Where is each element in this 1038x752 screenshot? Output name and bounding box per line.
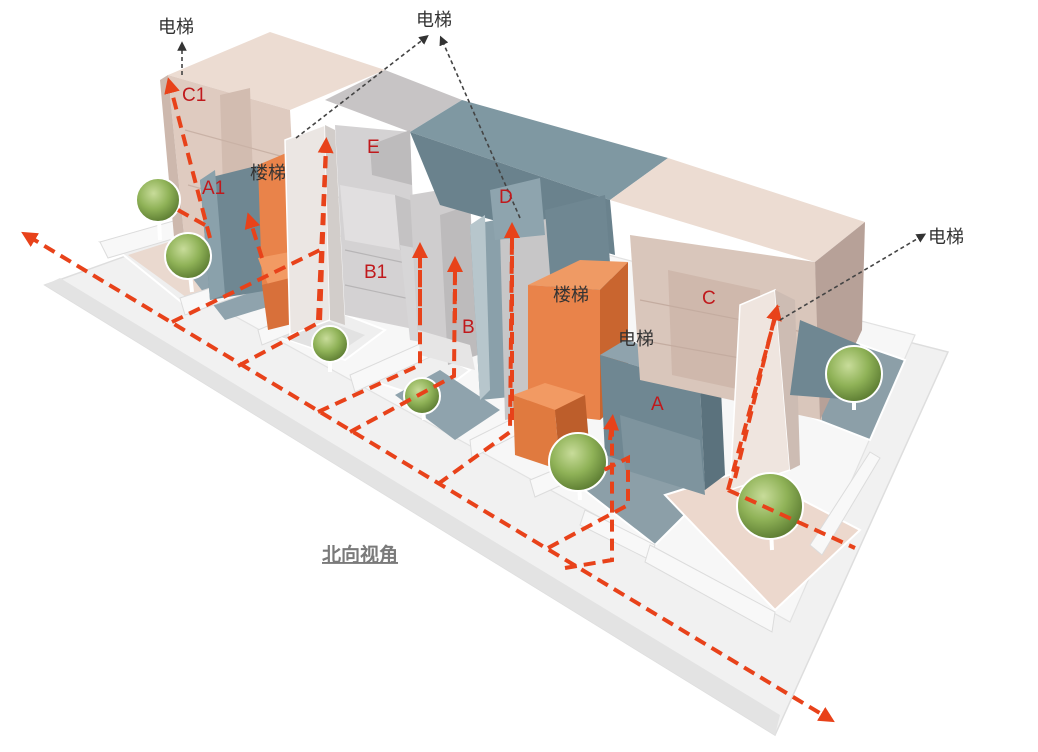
elevator-label-top-left: 电梯 bbox=[158, 17, 194, 38]
block-label-b: B bbox=[462, 317, 475, 338]
block-label-a: A bbox=[651, 394, 664, 415]
route-c bbox=[733, 304, 782, 479]
elevator-line-top-center bbox=[295, 35, 429, 139]
block-label-b1: B1 bbox=[364, 262, 387, 283]
stair-label-right: 楼梯 bbox=[553, 285, 589, 306]
elevator-lines bbox=[177, 35, 927, 321]
labels: 电梯 电梯 电梯 电梯 楼梯 楼梯 C1 A1 E D B1 B C A 北向视… bbox=[158, 10, 964, 566]
circulation-routes bbox=[21, 77, 856, 723]
route-spine bbox=[316, 137, 334, 321]
block-label-e: E bbox=[367, 137, 380, 158]
view-caption: 北向视角 bbox=[322, 543, 398, 566]
block-label-c1: C1 bbox=[182, 85, 206, 106]
circulation-spine bbox=[284, 123, 345, 337]
route-stair-left bbox=[244, 212, 264, 259]
elevator-label-mid: 电梯 bbox=[618, 329, 654, 350]
route-a bbox=[603, 414, 620, 441]
route-c1 bbox=[164, 77, 212, 239]
elevator-label-right: 电梯 bbox=[928, 227, 964, 248]
block-label-c: C bbox=[702, 288, 716, 309]
tree-6 bbox=[825, 345, 883, 410]
elevator-line-d bbox=[439, 35, 521, 219]
block-label-a1: A1 bbox=[202, 178, 225, 199]
block-label-d: D bbox=[499, 187, 513, 208]
main-route-line bbox=[21, 231, 835, 723]
stair-label-left: 楼梯 bbox=[250, 163, 286, 184]
route-a1 bbox=[177, 208, 206, 227]
elevator-label-top-center: 电梯 bbox=[416, 10, 452, 31]
